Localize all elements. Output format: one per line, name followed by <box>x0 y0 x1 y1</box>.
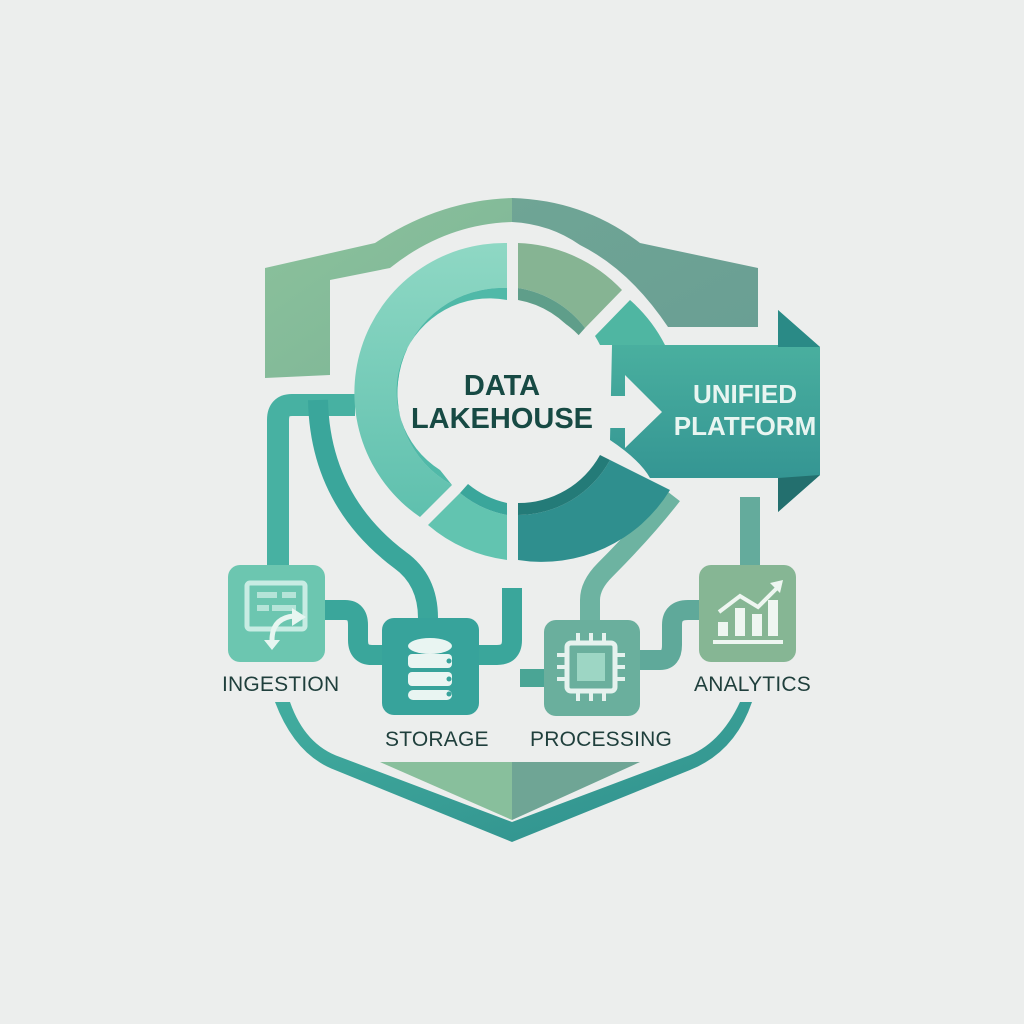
bar-chart-trend-icon <box>713 580 783 644</box>
platform-title: UNIFIED PLATFORM <box>660 378 830 442</box>
shield-bottom <box>275 702 752 842</box>
connector-pipes <box>267 394 760 687</box>
label-ingestion: INGESTION <box>222 673 340 696</box>
center-title-line2: LAKEHOUSE <box>410 403 594 435</box>
node-processing[interactable] <box>544 620 640 716</box>
lakehouse-ring <box>354 242 670 562</box>
document-transfer-icon <box>244 580 308 650</box>
platform-title-line1: UNIFIED <box>693 379 797 409</box>
cpu-chip-icon <box>557 633 625 701</box>
platform-title-line2: PLATFORM <box>673 411 817 441</box>
node-ingestion[interactable] <box>228 565 325 662</box>
shield-top <box>265 198 758 378</box>
label-storage: STORAGE <box>385 728 489 751</box>
unified-platform-arrow[interactable] <box>590 310 820 512</box>
node-analytics[interactable] <box>699 565 796 662</box>
label-processing: PROCESSING <box>530 728 673 751</box>
center-title: DATA LAKEHOUSE <box>410 370 594 436</box>
center-title-line1: DATA <box>463 370 541 402</box>
database-icon <box>408 638 452 700</box>
node-storage[interactable] <box>382 618 479 715</box>
label-analytics: ANALYTICS <box>694 673 811 696</box>
